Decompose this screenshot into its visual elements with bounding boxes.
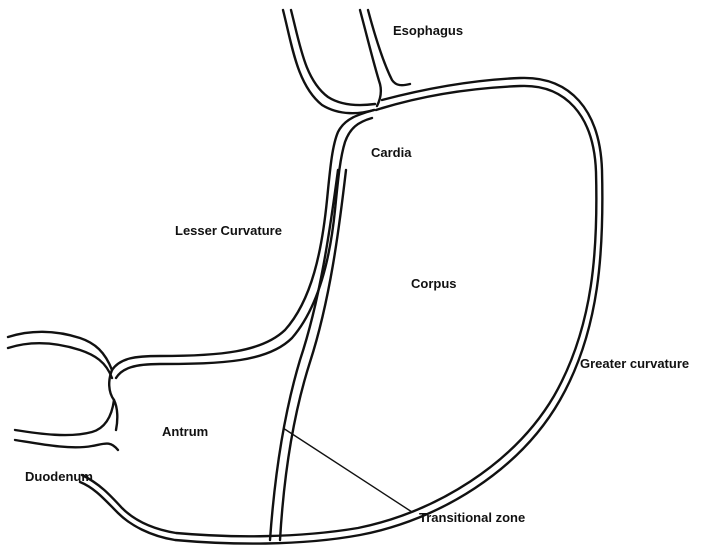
boundary-line-right	[280, 170, 346, 540]
label-greater-curvature: Greater curvature	[580, 356, 689, 371]
label-esophagus: Esophagus	[393, 23, 463, 38]
duodenum-walls	[8, 332, 118, 450]
lesser-curvature-inner	[116, 118, 372, 378]
label-duodenum: Duodenum	[25, 469, 93, 484]
duodenum-lower-inner	[15, 400, 114, 435]
greater-curvature-walls	[80, 78, 602, 544]
label-corpus: Corpus	[411, 276, 457, 291]
lesser-curvature-walls	[112, 110, 374, 378]
duodenum-upper-inner	[8, 343, 112, 378]
greater-curvature-inner	[80, 78, 602, 544]
esophagus-right-wall-inner	[360, 10, 381, 106]
duodenum-lower-outer	[15, 440, 118, 450]
label-antrum: Antrum	[162, 424, 208, 439]
esophagus-left-wall-inner	[291, 10, 375, 105]
label-cardia: Cardia	[371, 145, 412, 160]
greater-curvature-outer	[82, 86, 596, 536]
label-lesser-curvature: Lesser Curvature	[175, 223, 282, 238]
duodenum-upper-outer	[8, 332, 112, 370]
esophagus-right-wall-outer	[368, 10, 410, 85]
label-transitional-zone: Transitional zone	[419, 510, 525, 525]
transitional-zone-leader-line	[283, 428, 412, 512]
lesser-curvature-outer	[112, 110, 374, 370]
